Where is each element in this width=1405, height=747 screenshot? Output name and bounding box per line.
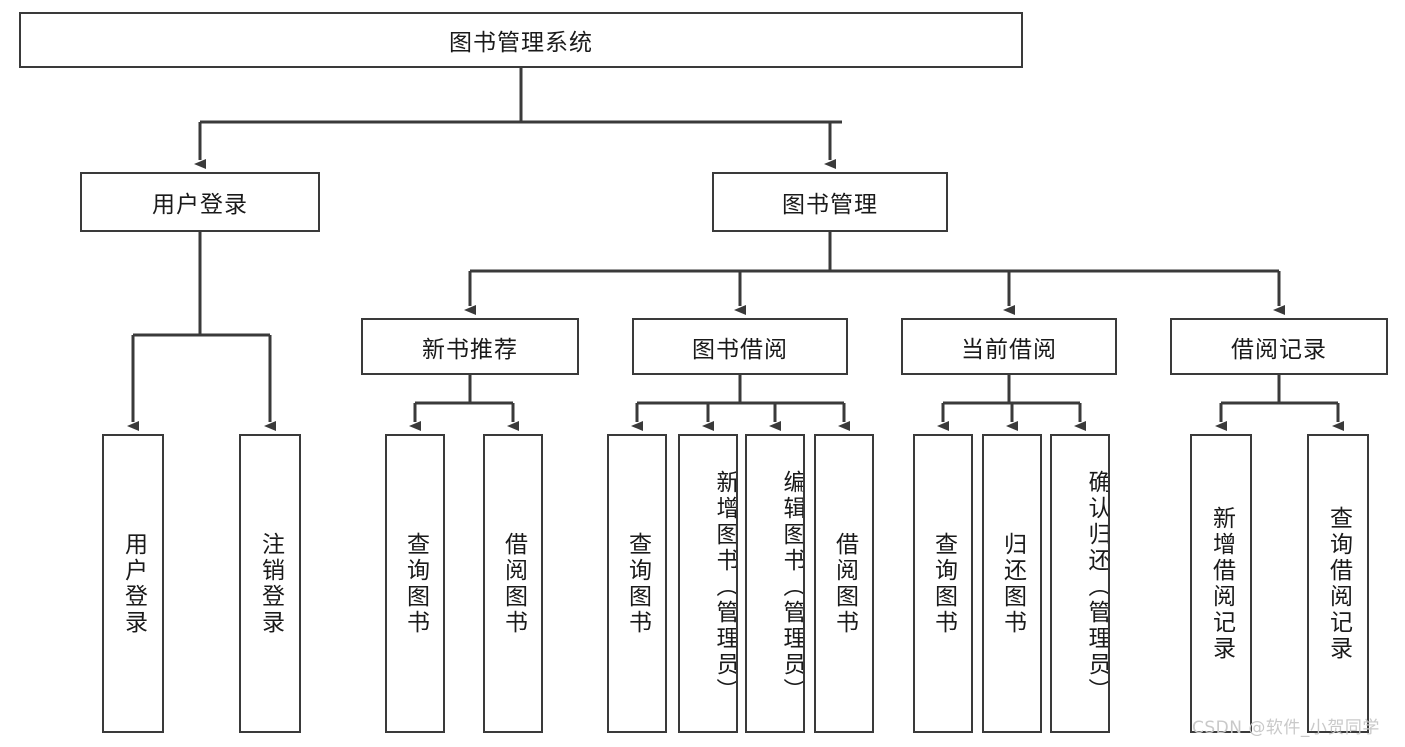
leaf-logout[interactable]: 注销登录 [239, 434, 301, 733]
leaf-label: 查询图书 [624, 531, 651, 636]
leaf-user-login[interactable]: 用户登录 [102, 434, 164, 733]
leaf-add-book-admin[interactable]: 新增图书（管理员） [678, 434, 738, 733]
leaf-label: 编辑图书（管理员） [779, 469, 805, 704]
leaf-label: 归还图书 [999, 531, 1026, 636]
leaf-borrow-book-recommend[interactable]: 借阅图书 [483, 434, 543, 733]
node-root-label: 图书管理系统 [449, 30, 593, 56]
node-book-management-label: 图书管理 [782, 192, 878, 218]
leaf-confirm-return-admin[interactable]: 确认归还（管理员） [1050, 434, 1110, 733]
node-user-login[interactable]: 用户登录 [80, 172, 320, 232]
leaf-label: 查询图书 [930, 531, 957, 636]
node-new-book-recommend-label: 新书推荐 [422, 336, 518, 363]
leaf-add-borrow-record[interactable]: 新增借阅记录 [1190, 434, 1252, 733]
leaf-label: 查询图书 [402, 531, 429, 636]
node-borrow-records-label: 借阅记录 [1231, 336, 1327, 363]
leaf-query-borrow-record[interactable]: 查询借阅记录 [1307, 434, 1369, 733]
leaf-label: 新增借阅记录 [1208, 505, 1235, 662]
leaf-label: 借阅图书 [831, 531, 858, 636]
watermark: CSDN @软件_小贺同学 [1192, 718, 1380, 738]
leaf-label: 注销登录 [257, 531, 284, 636]
node-new-book-recommend[interactable]: 新书推荐 [361, 318, 579, 375]
leaf-query-book-borrow[interactable]: 查询图书 [607, 434, 667, 733]
node-root[interactable]: 图书管理系统 [19, 12, 1023, 68]
node-book-management[interactable]: 图书管理 [712, 172, 948, 232]
leaf-return-book[interactable]: 归还图书 [982, 434, 1042, 733]
leaf-query-book-current[interactable]: 查询图书 [913, 434, 973, 733]
node-current-borrow[interactable]: 当前借阅 [901, 318, 1117, 375]
leaf-edit-book-admin[interactable]: 编辑图书（管理员） [745, 434, 805, 733]
leaf-label: 确认归还（管理员） [1084, 469, 1110, 704]
leaf-label: 查询借阅记录 [1325, 505, 1352, 662]
node-book-borrow[interactable]: 图书借阅 [632, 318, 848, 375]
leaf-label: 借阅图书 [500, 531, 527, 636]
leaf-label: 用户登录 [120, 531, 147, 636]
leaf-borrow-book[interactable]: 借阅图书 [814, 434, 874, 733]
node-borrow-records[interactable]: 借阅记录 [1170, 318, 1388, 375]
node-user-login-label: 用户登录 [152, 192, 248, 218]
node-book-borrow-label: 图书借阅 [692, 336, 788, 363]
leaf-label: 新增图书（管理员） [712, 469, 738, 704]
leaf-query-book-recommend[interactable]: 查询图书 [385, 434, 445, 733]
node-current-borrow-label: 当前借阅 [961, 336, 1057, 363]
